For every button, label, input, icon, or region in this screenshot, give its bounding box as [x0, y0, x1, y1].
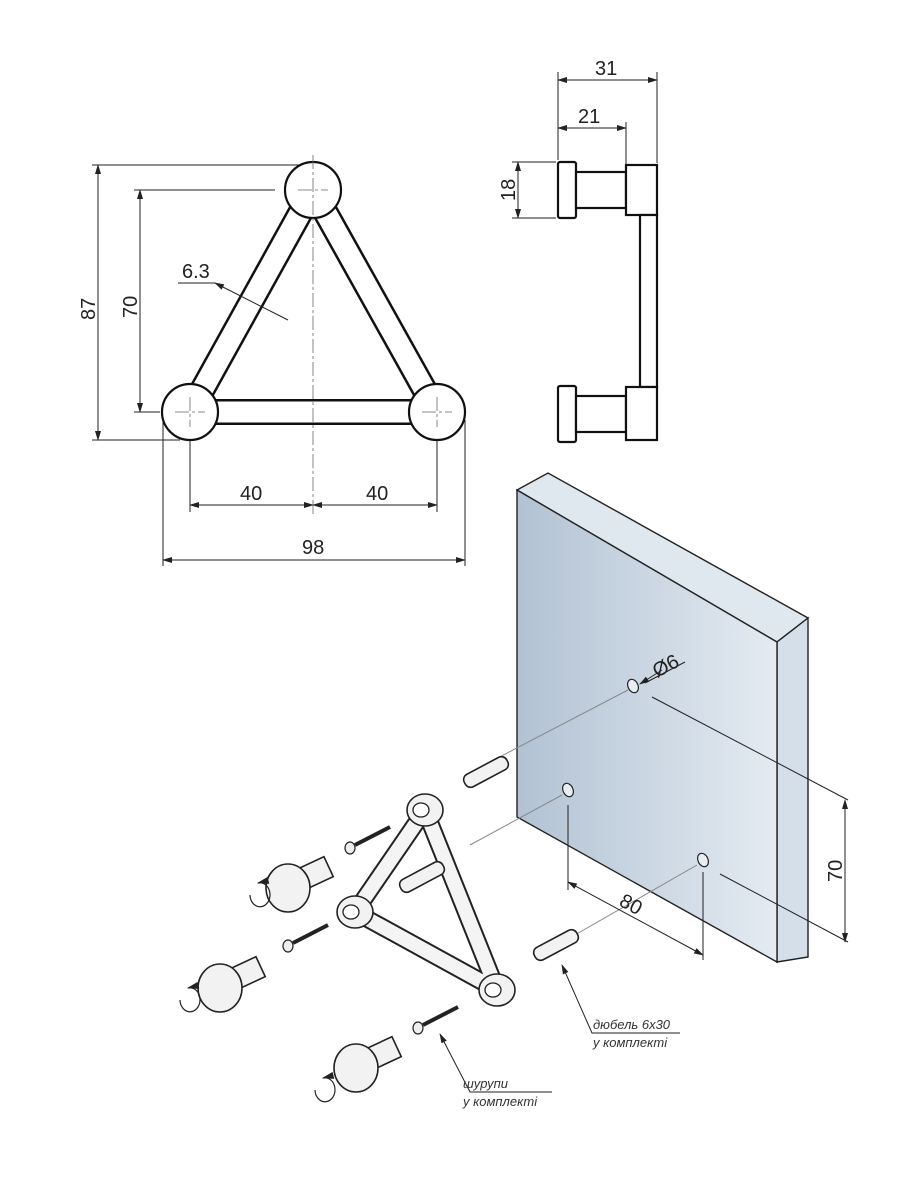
note-dowel-line2: у комплекті — [592, 1035, 668, 1050]
triangle-bracket — [160, 155, 467, 515]
caps — [197, 855, 403, 1093]
panel-front — [516, 488, 778, 964]
dim-40-left: 40 — [240, 483, 262, 505]
side-view: 31 21 18 — [498, 58, 659, 444]
side-profile — [556, 160, 659, 444]
dim-70: 70 — [120, 296, 142, 318]
assembly-view: Ø6 80 70 шурупи у комплекті дюбель 6х30 … — [179, 472, 849, 1109]
note-dowel-line1: дюбель 6х30 — [593, 1017, 671, 1032]
dim-80: 80 — [616, 890, 646, 920]
dim-21: 21 — [578, 106, 600, 128]
dim-40-right: 40 — [366, 483, 388, 505]
dim-87: 87 — [78, 298, 100, 320]
dim-98: 98 — [302, 537, 324, 559]
screws — [282, 825, 459, 1035]
note-screws-line1: шурупи — [463, 1076, 508, 1091]
panel-side — [776, 616, 809, 963]
note-screws-line2: у комплекті — [462, 1094, 538, 1109]
dim-70-assembly: 70 — [825, 860, 847, 882]
holes — [561, 678, 710, 868]
triangle-bracket-iso — [336, 793, 516, 1007]
rotate-arrow-icons — [179, 876, 336, 1103]
front-view: 87 70 6.3 40 40 98 — [78, 155, 467, 566]
dim-31: 31 — [595, 58, 617, 80]
dim-6-3: 6.3 — [182, 261, 210, 283]
dim-18: 18 — [498, 179, 520, 201]
dowels — [398, 755, 580, 962]
extension-lines — [92, 164, 466, 566]
